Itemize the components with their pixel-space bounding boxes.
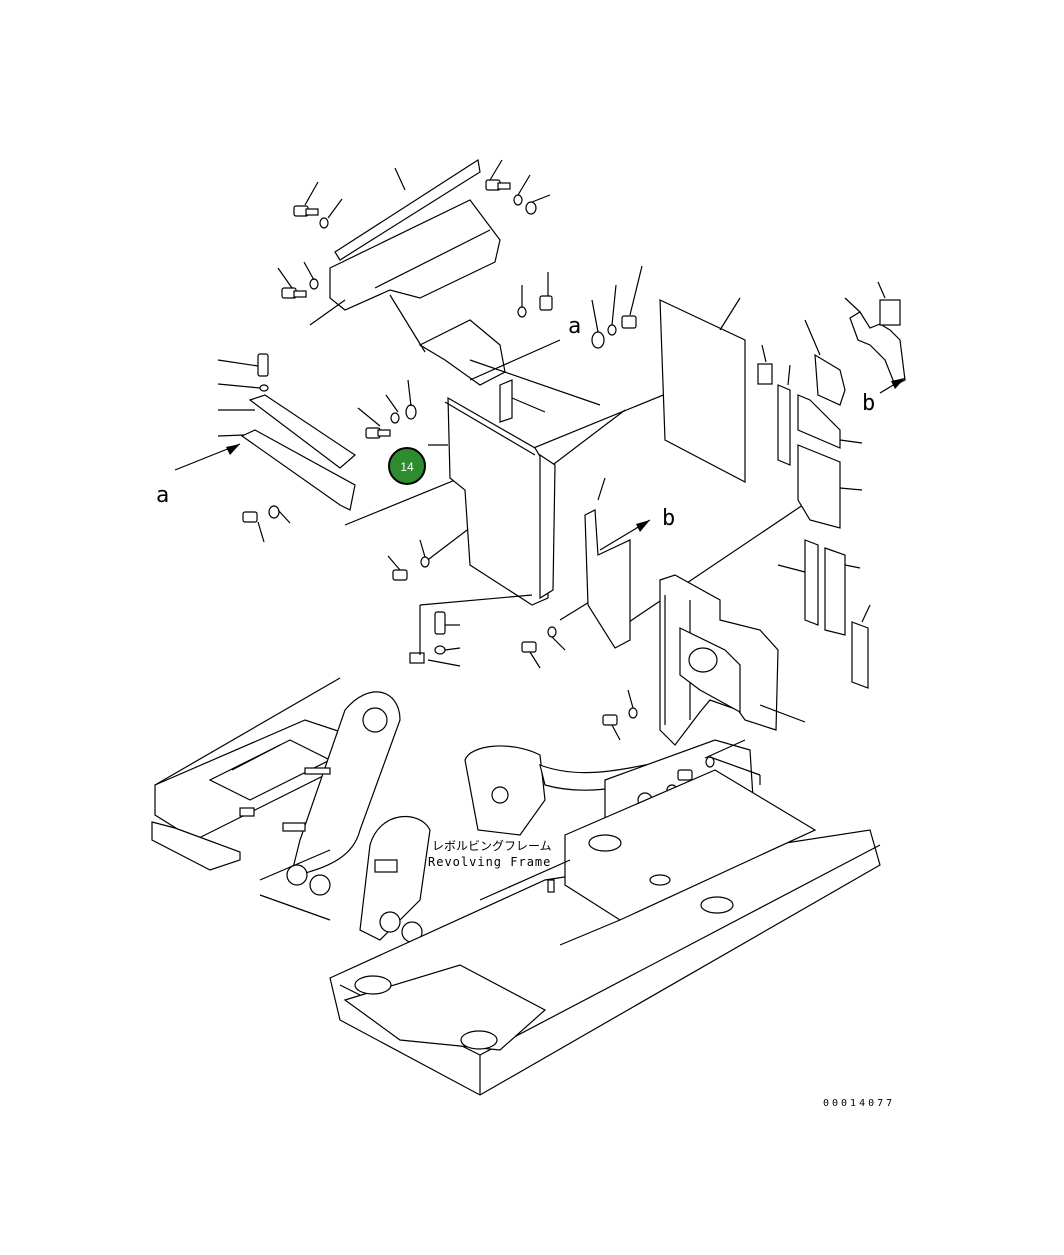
center-cover-plate (409, 379, 556, 667)
frame-label-jp: レボルビングフレーム (432, 839, 552, 853)
top-bracket (309, 159, 506, 386)
large-insulation-panel (659, 297, 746, 483)
center-right-plate (602, 574, 806, 746)
top-right-bracket (844, 281, 906, 394)
callout-14[interactable]: 14 (388, 447, 426, 485)
right-foam-pieces (757, 319, 863, 529)
lower-right-foam (777, 539, 871, 689)
callout-number: 14 (400, 460, 414, 474)
mid-small-plate (521, 477, 651, 669)
left-rail-bracket (174, 353, 356, 543)
ref-b-top: b (862, 391, 875, 416)
frame-label-en: Revolving Frame (428, 855, 551, 869)
bolts-middle-left (357, 379, 430, 581)
bolts-top-right (485, 159, 643, 349)
drawing-code: 00014077 (823, 1098, 895, 1109)
ref-a-right: a (568, 314, 581, 339)
revolving-frame (151, 677, 881, 1096)
ref-b-mid: b (662, 506, 675, 531)
ref-a-left: a (156, 483, 169, 508)
bolts-top-left (277, 181, 343, 299)
